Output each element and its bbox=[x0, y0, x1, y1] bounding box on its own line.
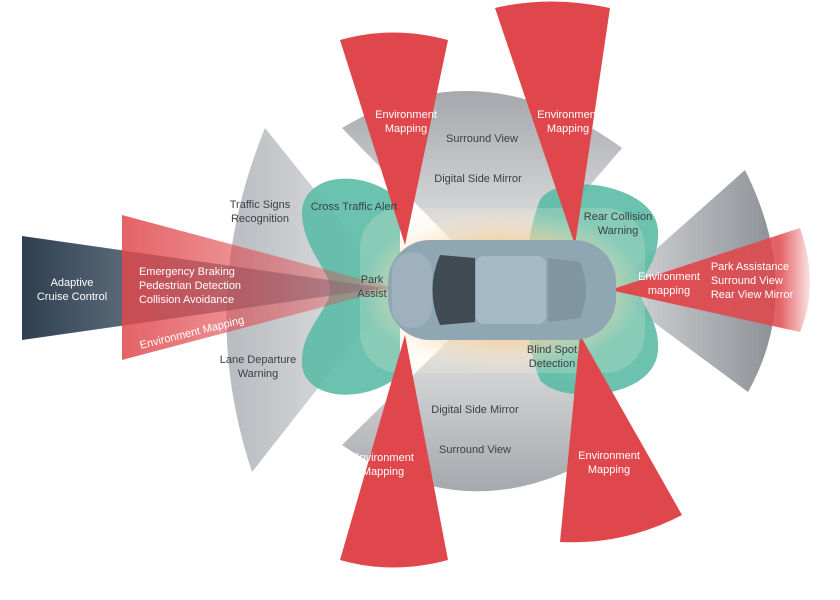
env-beam-bottom-right bbox=[560, 335, 682, 543]
front-radar-beam bbox=[122, 215, 395, 360]
label-surround-view-top: Surround View bbox=[446, 133, 518, 145]
label-line: Adaptive bbox=[50, 277, 94, 289]
label-line: Cruise Control bbox=[36, 291, 108, 303]
car-rear-window bbox=[548, 258, 586, 322]
label-line: Detection bbox=[528, 358, 576, 370]
label-line: Lane Departure bbox=[219, 354, 297, 366]
label-line: Surround View bbox=[710, 275, 783, 287]
label-line: Park bbox=[360, 274, 384, 286]
label-line: Mapping bbox=[384, 123, 428, 135]
env-beam-top-right bbox=[495, 1, 610, 245]
label-line: Rear View Mirror bbox=[710, 289, 794, 301]
label-rear-env-mapping: Environment mapping bbox=[638, 270, 700, 298]
label-line: Blind Spot bbox=[526, 344, 578, 356]
rear-radar-beam bbox=[610, 228, 810, 332]
label-line: mapping bbox=[647, 285, 691, 297]
car-hood bbox=[392, 252, 432, 328]
label-line: Environment bbox=[352, 452, 414, 464]
label-line: Warning bbox=[597, 225, 639, 237]
label-line: Environment bbox=[537, 109, 599, 121]
label-line: Environment bbox=[638, 271, 700, 283]
label-line: Recognition bbox=[230, 213, 290, 225]
label-line: Mapping bbox=[546, 123, 590, 135]
label-line: Mapping bbox=[587, 464, 631, 476]
env-beam-bottom-left bbox=[340, 335, 448, 568]
label-line: Warning bbox=[237, 368, 279, 380]
label-line: Collision Avoidance bbox=[138, 294, 235, 306]
label-line: Pedestrian Detection bbox=[138, 280, 242, 292]
label-line: Mapping bbox=[361, 466, 405, 478]
env-beam-top-left bbox=[340, 32, 448, 245]
car-windshield bbox=[432, 255, 475, 325]
car-roof bbox=[476, 256, 546, 324]
label-line: Emergency Braking bbox=[138, 266, 235, 278]
label-line: Traffic Signs bbox=[229, 199, 291, 211]
label-line: Assist bbox=[357, 288, 387, 300]
label-line: Park Assistance bbox=[710, 261, 790, 273]
label-digital-side-mirror-bottom: Digital Side Mirror bbox=[431, 404, 519, 416]
label-digital-side-mirror-top: Digital Side Mirror bbox=[434, 173, 522, 185]
label-line: Environment bbox=[375, 109, 437, 121]
label-cross-traffic-alert: Cross Traffic Alert bbox=[310, 201, 398, 213]
car bbox=[388, 240, 616, 340]
label-line: Rear Collision bbox=[583, 211, 653, 223]
label-line: Environment bbox=[578, 450, 640, 462]
label-surround-view-bottom: Surround View bbox=[439, 444, 511, 456]
